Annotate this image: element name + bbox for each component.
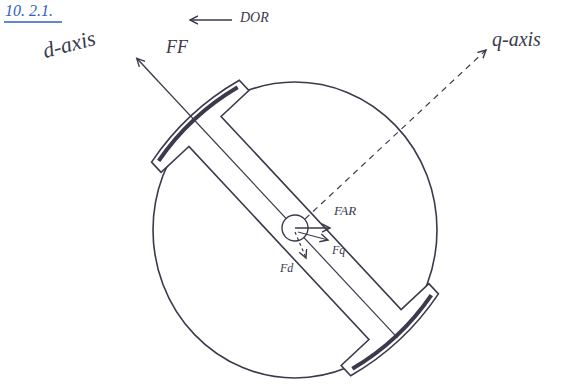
far-vector xyxy=(295,227,330,228)
title-underline xyxy=(4,21,62,22)
direction-label: DOR xyxy=(240,10,269,25)
mmf-label: Fd xyxy=(280,262,293,275)
figure-number: 10. 2.1. xyxy=(5,2,53,20)
fd-vector xyxy=(295,232,306,258)
axis-label: d-axis xyxy=(40,26,98,63)
mmf-label: FF xyxy=(166,38,188,58)
axis-label: q-axis xyxy=(492,28,541,50)
mmf-label: Fq xyxy=(332,244,345,257)
salient-pole-rotor xyxy=(93,17,443,380)
fq-vector xyxy=(298,232,328,240)
mmf-label: FAR xyxy=(334,204,356,218)
direction-arrow xyxy=(190,19,232,20)
q-axis-line xyxy=(305,50,486,219)
